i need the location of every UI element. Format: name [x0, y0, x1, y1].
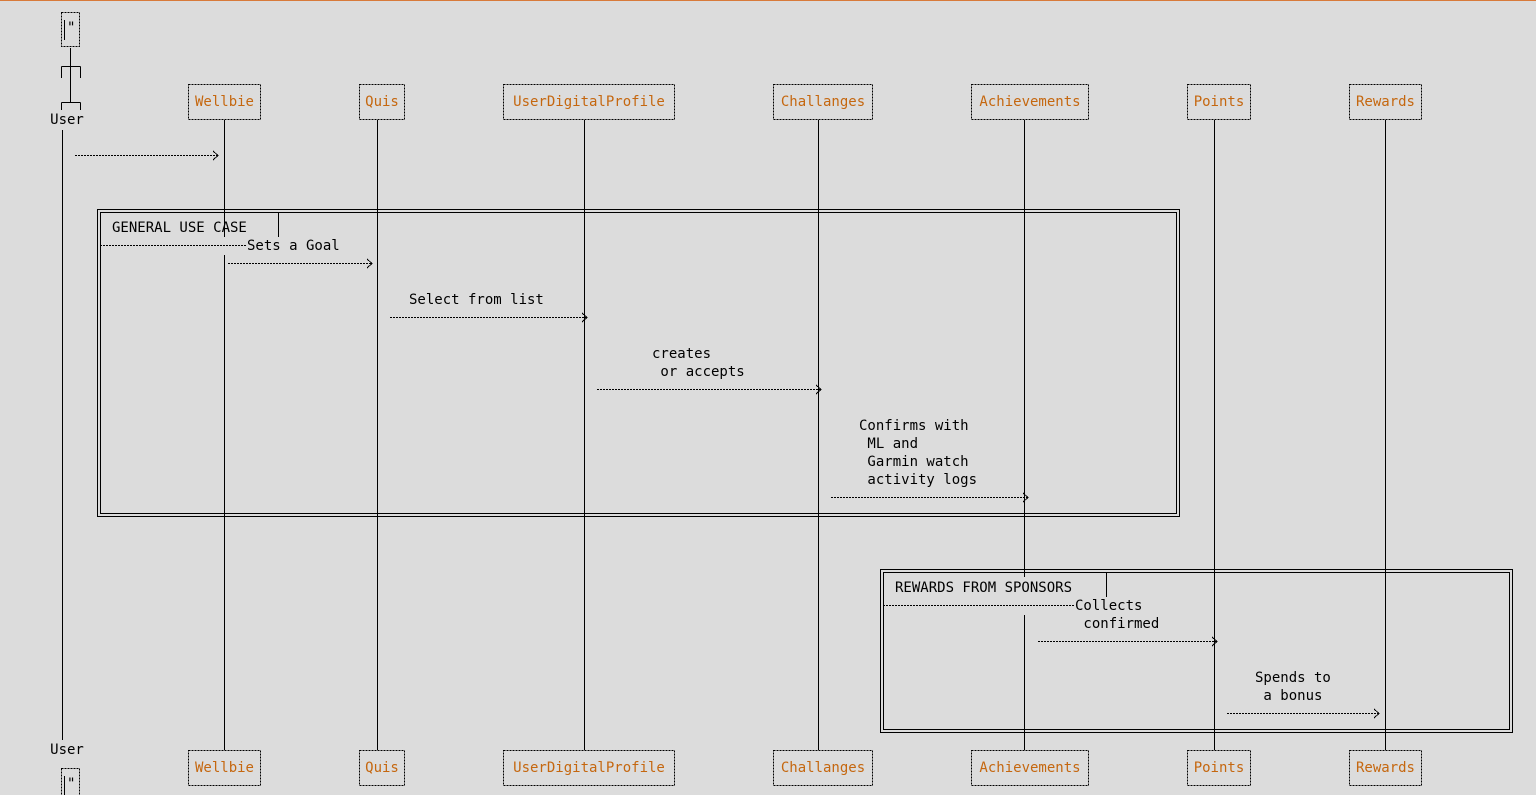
participant-quis-top[interactable]: Quis — [359, 84, 405, 120]
message-user-to-wellbie — [75, 150, 219, 161]
message-userdigitalprofile-to-challanges — [597, 384, 822, 395]
actor-figure-top: " — [61, 12, 81, 110]
svg-text:UserDigitalProfile: UserDigitalProfile — [513, 94, 665, 110]
participant-challanges-bottom[interactable]: Challanges — [773, 750, 873, 786]
svg-text:Rewards: Rewards — [1356, 94, 1415, 110]
fragment-label-rewards-from-sponsors: REWARDS FROM SPONSORS — [895, 580, 1072, 596]
actor-figure-bottom: " — [61, 768, 80, 795]
participant-wellbie-bottom[interactable]: Wellbie — [188, 750, 261, 786]
svg-text:": " — [67, 776, 75, 792]
fragment-label-general-use-case: GENERAL USE CASE — [112, 220, 247, 236]
actor-label-bottom: User — [50, 742, 84, 758]
lifelines-inside-fragments — [224, 209, 1386, 733]
message-label-collects-line-2: confirmed — [1075, 616, 1159, 632]
participant-wellbie-top[interactable]: Wellbie — [188, 84, 261, 120]
actor-label-top: User — [50, 112, 84, 128]
message-label-creates-line-1: creates — [652, 346, 711, 362]
message-achievements-to-points — [1038, 636, 1218, 647]
message-label-spends-line-2: a bonus — [1255, 688, 1322, 704]
participant-achievements-top[interactable]: Achievements — [971, 84, 1089, 120]
message-label-confirms-line-4: activity logs — [859, 472, 977, 488]
message-label-confirms-line-3: Garmin watch — [859, 454, 969, 470]
participant-userdigitalprofile-bottom[interactable]: UserDigitalProfile — [503, 750, 675, 786]
svg-text:Quis: Quis — [365, 94, 399, 110]
svg-text:Achievements: Achievements — [979, 94, 1080, 110]
participant-challanges-top[interactable]: Challanges — [773, 84, 873, 120]
message-wellbie-to-quis — [228, 258, 373, 269]
participant-achievements-bottom[interactable]: Achievements — [971, 750, 1089, 786]
participant-quis-bottom[interactable]: Quis — [359, 750, 405, 786]
message-quis-to-userdigitalprofile — [390, 312, 588, 323]
svg-text:Rewards: Rewards — [1356, 760, 1415, 776]
svg-text:Wellbie: Wellbie — [195, 94, 254, 110]
svg-text:Wellbie: Wellbie — [195, 760, 254, 776]
participant-points-top[interactable]: Points — [1187, 84, 1251, 120]
message-label-sets-a-goal: Sets a Goal — [247, 238, 340, 254]
message-challanges-to-achievements — [831, 492, 1029, 503]
svg-text:Points: Points — [1194, 760, 1245, 776]
message-label-confirms-line-2: ML and — [859, 436, 918, 452]
svg-text:Achievements: Achievements — [979, 760, 1080, 776]
participant-points-bottom[interactable]: Points — [1187, 750, 1251, 786]
fragment-rewards-from-sponsors — [880, 569, 1513, 733]
svg-text:UserDigitalProfile: UserDigitalProfile — [513, 760, 665, 776]
svg-text:": " — [67, 20, 75, 36]
participant-rewards-bottom[interactable]: Rewards — [1349, 750, 1422, 786]
message-label-spends-line-1: Spends to — [1255, 670, 1331, 686]
participant-boxes-top: Wellbie Quis UserDigitalProfile Challang… — [188, 84, 1422, 120]
participant-userdigitalprofile-top[interactable]: UserDigitalProfile — [503, 84, 675, 120]
svg-text:Points: Points — [1194, 94, 1245, 110]
fragment-general-use-case — [97, 209, 1180, 517]
participant-boxes-bottom: Wellbie Quis UserDigitalProfile Challang… — [188, 750, 1422, 786]
message-label-confirms-line-1: Confirms with — [859, 418, 969, 434]
participant-rewards-top[interactable]: Rewards — [1349, 84, 1422, 120]
message-label-select-from-list: Select from list — [409, 292, 544, 308]
message-label-creates-line-2: or accepts — [652, 364, 745, 380]
svg-text:Challanges: Challanges — [781, 760, 865, 776]
svg-text:Quis: Quis — [365, 760, 399, 776]
svg-text:Challanges: Challanges — [781, 94, 865, 110]
message-label-collects-line-1: Collects — [1075, 598, 1142, 614]
top-border — [0, 0, 1536, 1]
message-points-to-rewards — [1227, 708, 1380, 719]
